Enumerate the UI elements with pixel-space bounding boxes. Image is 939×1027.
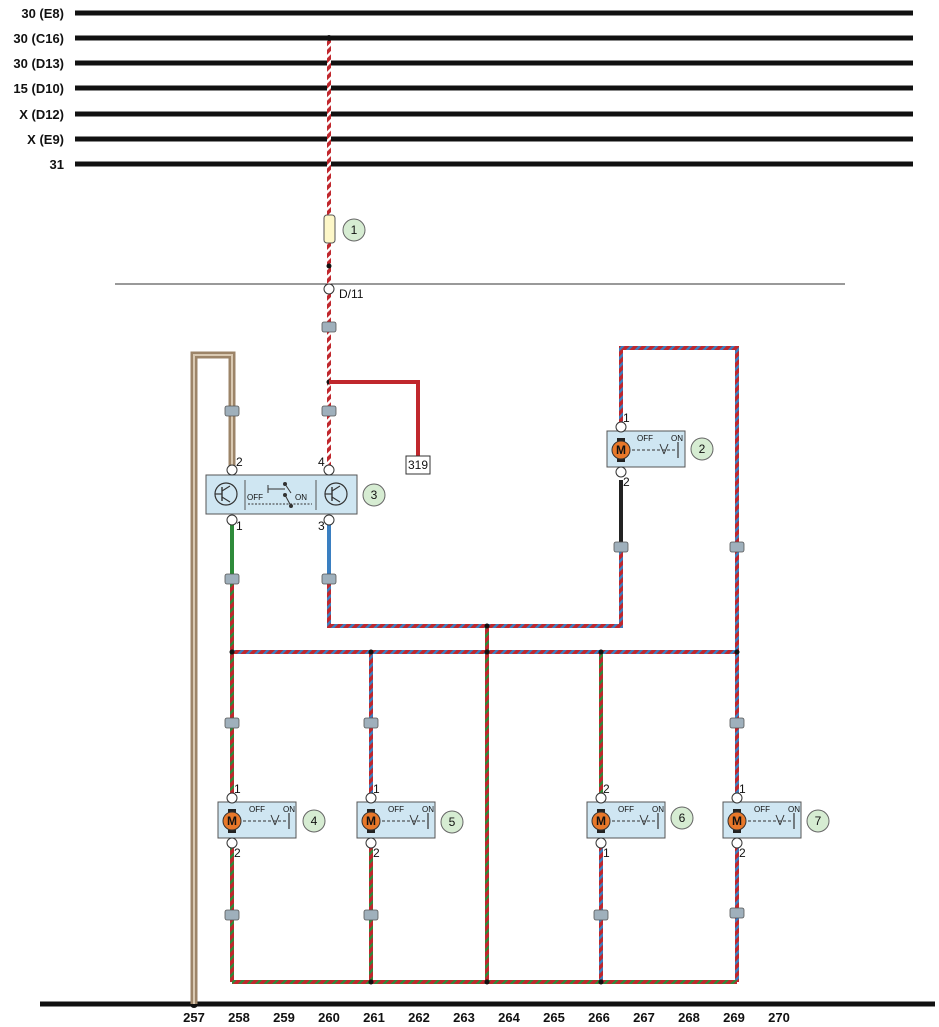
switch-component: OFF ON 2 4 1 3 3 — [205, 455, 386, 533]
grid-number: 259 — [273, 1010, 295, 1025]
svg-text:M: M — [732, 814, 742, 828]
svg-text:2: 2 — [236, 455, 243, 469]
motor-6: M OFF ON 2 1 6 — [586, 782, 694, 860]
svg-text:OFF: OFF — [637, 434, 653, 443]
motor-icon — [591, 811, 611, 831]
svg-text:2: 2 — [699, 442, 706, 456]
svg-text:1: 1 — [351, 223, 358, 237]
motor-6-callout — [670, 806, 694, 830]
svg-text:6: 6 — [679, 811, 686, 825]
svg-text:OFF: OFF — [249, 805, 265, 814]
bus-label-x-e9: X (E9) — [27, 132, 64, 147]
fuse: 1 — [323, 214, 366, 244]
grid-number: 257 — [183, 1010, 205, 1025]
fuse-callout — [342, 218, 366, 242]
wire-brown-ground — [190, 351, 236, 1004]
bus-labels: 30 (E8) 30 (C16) 30 (D13) 15 (D10) X (D1… — [13, 6, 64, 172]
grid-number: 263 — [453, 1010, 475, 1025]
svg-text:1: 1 — [603, 846, 610, 860]
motor-icon — [222, 811, 242, 831]
wire-loop-top — [619, 346, 739, 982]
bus-label-31: 31 — [50, 157, 64, 172]
motor-2: M OFF ON 1 2 2 — [606, 411, 714, 489]
svg-text:ON: ON — [422, 805, 434, 814]
grid-number: 269 — [723, 1010, 745, 1025]
svg-text:5: 5 — [449, 815, 456, 829]
svg-text:1: 1 — [739, 782, 746, 796]
svg-text:1: 1 — [373, 782, 380, 796]
bus-lines — [75, 10, 913, 167]
grid-number: 262 — [408, 1010, 430, 1025]
switch-callout — [362, 483, 386, 507]
wire-blue-bus — [327, 548, 623, 628]
svg-text:319: 319 — [408, 458, 428, 472]
svg-text:1: 1 — [236, 519, 243, 533]
svg-text:4: 4 — [318, 455, 325, 469]
svg-text:D/11: D/11 — [339, 287, 364, 301]
svg-text:OFF: OFF — [618, 805, 634, 814]
motor-icon — [611, 440, 631, 460]
svg-text:ON: ON — [671, 434, 683, 443]
bus-label-30-e8: 30 (E8) — [21, 6, 64, 21]
svg-text:2: 2 — [234, 846, 241, 860]
wires — [190, 35, 740, 1004]
switch-contacts-icon — [248, 482, 312, 508]
motor-5-callout — [440, 810, 464, 834]
reference-box-319: 319 — [405, 455, 431, 475]
svg-text:2: 2 — [623, 475, 630, 489]
motor-4-callout — [302, 809, 326, 833]
svg-text:7: 7 — [815, 814, 822, 828]
motor-5: M OFF ON 1 2 5 — [356, 782, 464, 860]
grid-number: 261 — [363, 1010, 385, 1025]
bus-label-x-d12: X (D12) — [19, 107, 64, 122]
fuse-body — [323, 214, 336, 244]
svg-text:OFF: OFF — [247, 493, 263, 502]
svg-text:M: M — [227, 814, 237, 828]
bus-label-30-d13: 30 (D13) — [13, 56, 64, 71]
svg-text:ON: ON — [788, 805, 800, 814]
svg-text:ON: ON — [283, 805, 295, 814]
motor-2-callout — [690, 437, 714, 461]
svg-text:3: 3 — [371, 488, 378, 502]
svg-text:2: 2 — [373, 846, 380, 860]
bus-label-30-c16: 30 (C16) — [13, 31, 64, 46]
grid-number: 266 — [588, 1010, 610, 1025]
grid-number: 268 — [678, 1010, 700, 1025]
grid-number: 265 — [543, 1010, 565, 1025]
junction-feed-top — [326, 35, 332, 41]
motor-icon — [727, 811, 747, 831]
svg-text:ON: ON — [295, 493, 307, 502]
svg-text:4: 4 — [311, 814, 318, 828]
svg-text:2: 2 — [739, 846, 746, 860]
wire-to-319 — [329, 380, 420, 456]
svg-text:M: M — [366, 814, 376, 828]
grid-number: 258 — [228, 1010, 250, 1025]
grid-number: 267 — [633, 1010, 655, 1025]
svg-text:1: 1 — [234, 782, 241, 796]
svg-text:OFF: OFF — [754, 805, 770, 814]
motor-4: M OFF ON 1 2 4 — [217, 782, 326, 860]
motor-icon — [361, 811, 381, 831]
grid-number: 264 — [498, 1010, 520, 1025]
grid-number: 260 — [318, 1010, 340, 1025]
bus-label-15-d10: 15 (D10) — [13, 81, 64, 96]
grid-numbers: 257 258 259 260 261 262 263 264 265 266 … — [183, 1010, 790, 1025]
svg-text:1: 1 — [623, 411, 630, 425]
svg-text:OFF: OFF — [388, 805, 404, 814]
connector-clips — [224, 321, 745, 921]
motor-7-callout — [806, 809, 830, 833]
svg-text:M: M — [616, 443, 626, 457]
svg-text:3: 3 — [318, 519, 325, 533]
connector-d11: D/11 — [323, 283, 364, 301]
junction-feed-mid — [326, 263, 332, 269]
grid-number: 270 — [768, 1010, 790, 1025]
svg-text:M: M — [596, 814, 606, 828]
motor-7: M OFF ON 1 2 7 — [722, 782, 830, 860]
svg-text:ON: ON — [652, 805, 664, 814]
svg-text:2: 2 — [603, 782, 610, 796]
